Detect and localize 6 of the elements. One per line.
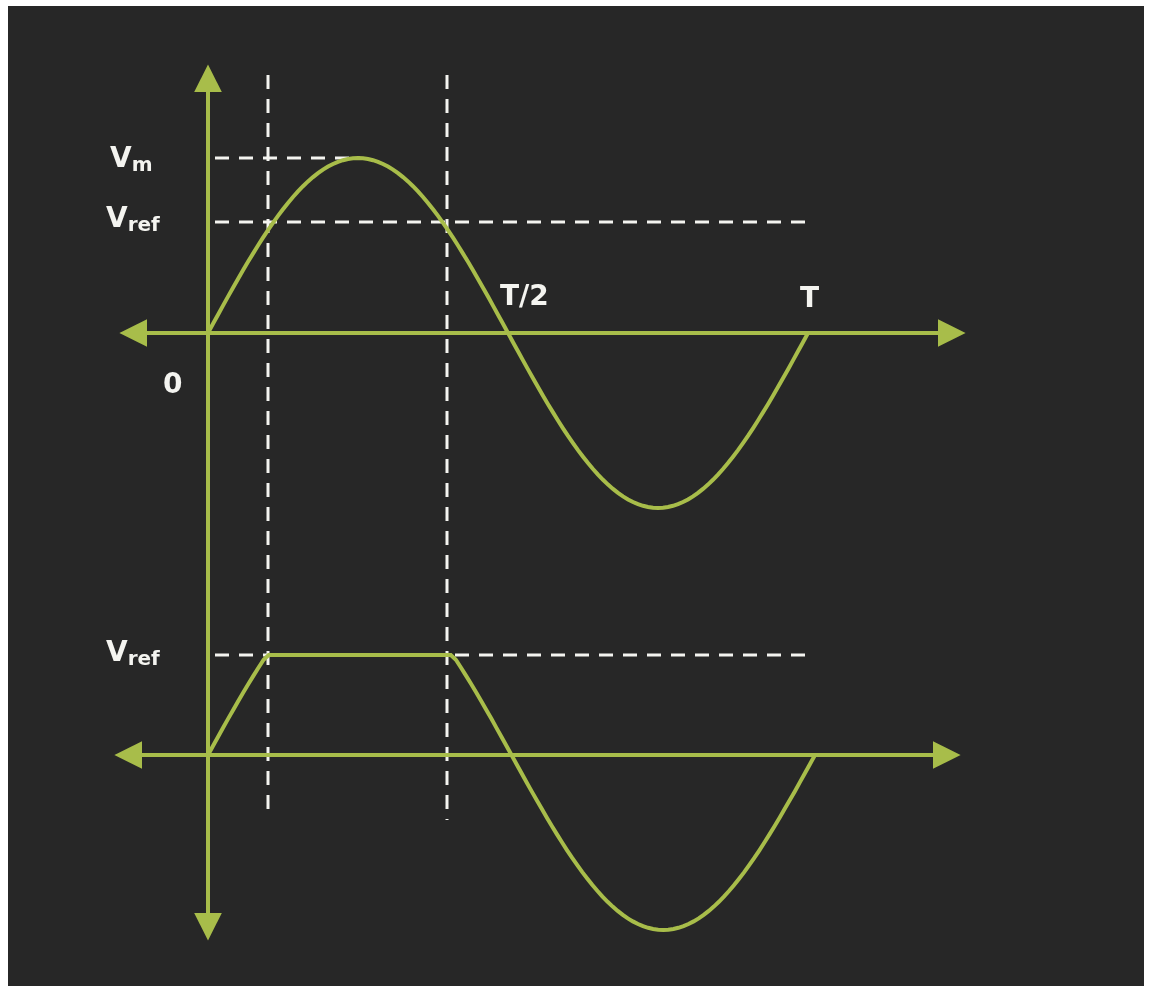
axis-value-label: T/2	[500, 282, 549, 310]
axis-value-label: V$_{ref}$	[106, 638, 160, 668]
axis-value-label: V$_{m}$	[110, 144, 153, 174]
axis-value-label: 0	[163, 370, 183, 398]
axis-value-label: V$_{ref}$	[106, 204, 160, 234]
axis-value-label: T	[800, 284, 820, 312]
